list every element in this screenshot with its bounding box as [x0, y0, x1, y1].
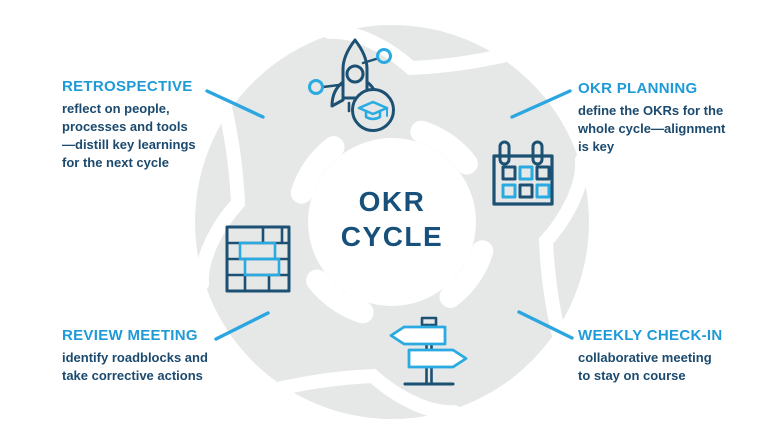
section-heading: RETROSPECTIVE	[62, 78, 193, 95]
description-line: for the next cycle	[62, 155, 169, 170]
section-retrospective: RETROSPECTIVE reflect on people, process…	[62, 78, 252, 172]
sign-arrow-right	[407, 348, 468, 369]
center-title: OKR CYCLE	[292, 184, 492, 254]
brick-wall-icon	[225, 225, 291, 293]
description-line: whole cycle—alignment	[578, 121, 726, 136]
connector-line-top-right	[510, 89, 572, 119]
section-description: identify roadblocks and take corrective …	[62, 349, 252, 385]
description-line: define the OKRs for the	[578, 103, 724, 118]
graduation-badge-circle	[351, 88, 395, 132]
signpost-icon	[389, 316, 468, 386]
calendar-icon	[492, 140, 554, 206]
description-line: take corrective actions	[62, 368, 203, 383]
connector-lines	[205, 89, 574, 341]
rocket-icon	[308, 38, 395, 132]
section-description: define the OKRs for the whole cycle—alig…	[578, 102, 768, 156]
section-weekly-check-in: WEEKLY CHECK-IN collaborative meeting to…	[578, 327, 768, 385]
description-line: collaborative meeting	[578, 350, 712, 365]
connector-line-bottom-right	[517, 310, 574, 340]
section-heading: REVIEW MEETING	[62, 327, 198, 344]
section-heading: WEEKLY CHECK-IN	[578, 327, 723, 344]
section-heading: OKR PLANNING	[578, 80, 698, 97]
description-line: processes and tools	[62, 119, 188, 134]
swirl-crescents	[194, 24, 590, 420]
section-okr-planning: OKR PLANNING define the OKRs for the who…	[578, 80, 768, 156]
description-line: —distill key learnings	[62, 137, 196, 152]
sign-arrow-left	[389, 325, 447, 346]
section-review-meeting: REVIEW MEETING identify roadblocks and t…	[62, 327, 252, 385]
swirl-graphic	[194, 24, 590, 420]
section-description: reflect on people, processes and tools —…	[62, 100, 252, 172]
section-description: collaborative meeting to stay on course	[578, 349, 768, 385]
center-title-line2: CYCLE	[340, 221, 444, 252]
description-line: to stay on course	[578, 368, 686, 383]
swirl-inner-swooshes	[290, 120, 494, 324]
connector-line-bottom-left	[214, 311, 270, 341]
connector-line-top-left	[205, 89, 265, 119]
description-line: identify roadblocks and	[62, 350, 208, 365]
description-line: is key	[578, 139, 615, 154]
swirl-center-hub	[308, 138, 476, 306]
center-title-line1: OKR	[358, 186, 426, 217]
description-line: reflect on people,	[62, 101, 170, 116]
